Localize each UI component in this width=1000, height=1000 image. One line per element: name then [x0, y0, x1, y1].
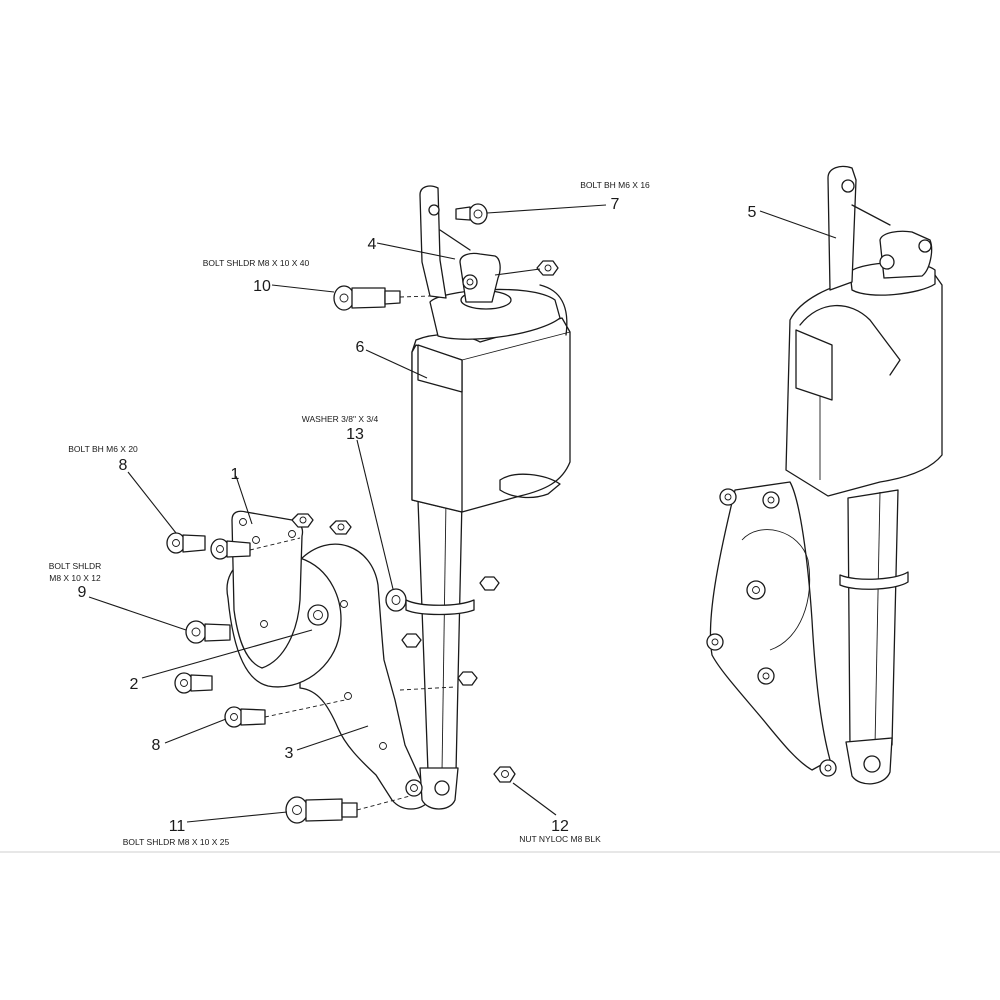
assembled-view	[706, 165, 943, 785]
callout-10-number: 10	[253, 278, 271, 295]
callout-captions: BOLT BH M6 X 16 BOLT SHLDR M8 X 10 X 40 …	[49, 180, 650, 847]
part-11-bolt	[285, 796, 358, 824]
part-8-bolt-lower	[224, 706, 266, 728]
callout-13-number: 13	[346, 426, 364, 443]
callout-11-number: 11	[169, 818, 186, 835]
bracket-nuts	[291, 513, 352, 535]
callout-3-number: 3	[285, 745, 294, 762]
callout-10-caption: BOLT SHLDR M8 X 10 X 40	[203, 258, 310, 268]
callout-7-number: 7	[611, 196, 620, 213]
part-12-nut	[493, 766, 516, 783]
part-4-upper-bracket	[419, 185, 501, 303]
part-13-washer	[385, 588, 407, 612]
callout-8a-number: 8	[119, 457, 128, 474]
actuator-rod	[401, 499, 500, 810]
part-6-actuator-housing	[411, 284, 571, 513]
callout-11-caption: BOLT SHLDR M8 X 10 X 25	[123, 837, 230, 847]
part-8-bolts-upper	[166, 532, 251, 560]
callout-6-number: 6	[356, 339, 365, 356]
callout-4-number: 4	[368, 236, 377, 253]
part-9-bolts	[174, 620, 231, 694]
assembled-bolts	[706, 488, 837, 777]
callout-7-caption: BOLT BH M6 X 16	[580, 180, 650, 190]
part-4-nut	[536, 260, 559, 276]
part-7-bolt	[455, 203, 488, 225]
callout-9-caption-line2: M8 X 10 X 12	[49, 573, 101, 583]
callout-12-caption: NUT NYLOC M8 BLK	[519, 834, 601, 844]
callout-2-number: 2	[130, 676, 139, 693]
callout-9-number: 9	[78, 584, 87, 601]
callout-13-caption: WASHER 3/8" X 3/4	[302, 414, 379, 424]
exploded-assembly	[166, 185, 571, 824]
leader-lines	[88, 204, 837, 823]
callout-12-number: 12	[551, 818, 569, 835]
callout-9-caption-line1: BOLT SHLDR	[49, 561, 102, 571]
callout-5-number: 5	[748, 204, 757, 221]
part-10-bolt	[333, 285, 401, 311]
callout-1-number: 1	[231, 466, 240, 483]
callout-numbers: 7 4 5 10 6 13 1 8 9 2 8 3 11 12	[78, 196, 757, 835]
callout-8a-caption: BOLT BH M6 X 20	[68, 444, 138, 454]
callout-8b-number: 8	[152, 737, 161, 754]
